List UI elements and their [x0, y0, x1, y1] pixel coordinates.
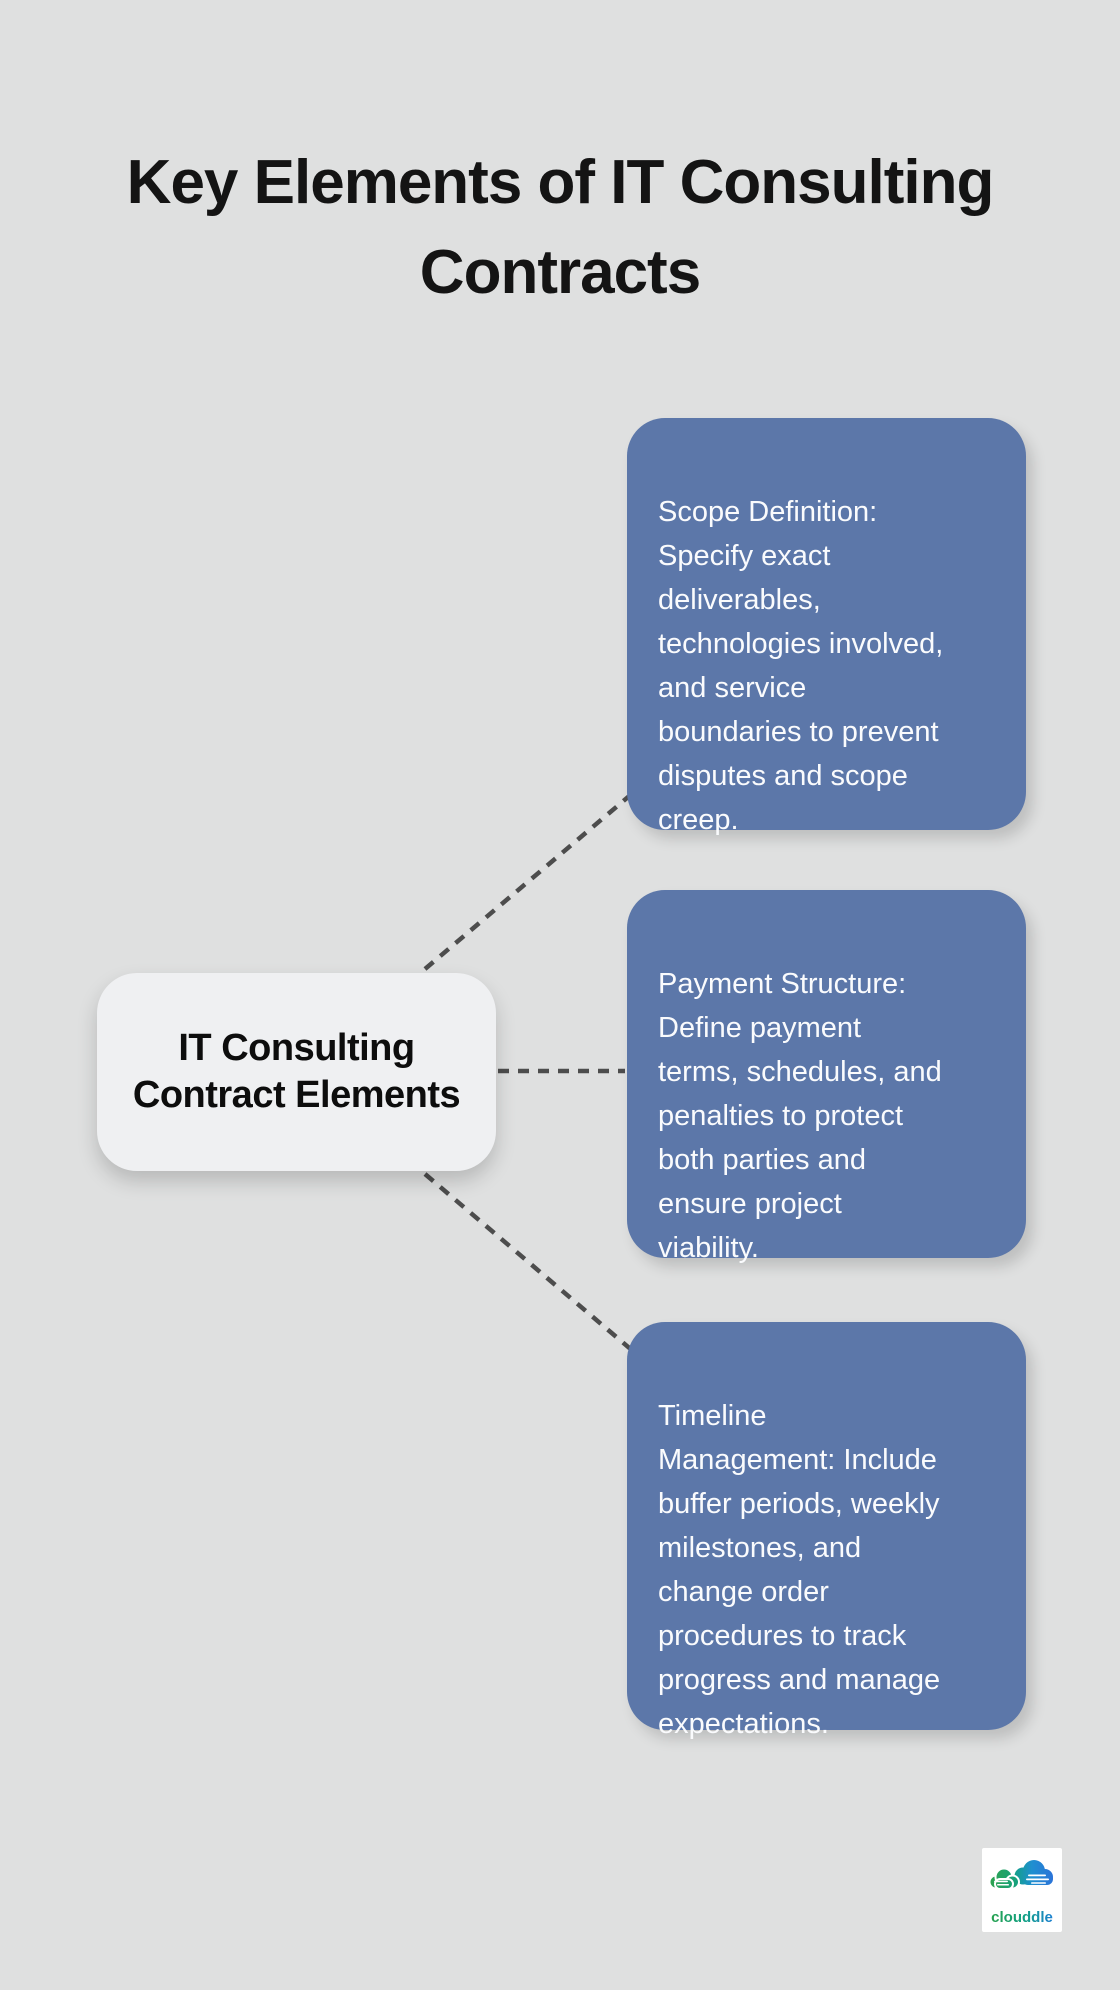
logo-wordmark: clouddle: [991, 1909, 1053, 1926]
connector-line-scope: [423, 790, 636, 971]
infographic-title: Key Elements of IT Consulting Contracts: [126, 147, 995, 307]
cloud-logo-icon: clouddle: [988, 1860, 1053, 1926]
branch-node-payment-structure: Payment Structure: Define payment terms,…: [627, 890, 1026, 1264]
clouddle-logo: clouddle: [982, 1848, 1062, 1932]
root-node-label: IT Consulting Contract Elements: [132, 1027, 461, 1116]
green-cloud-stripes: [994, 1880, 1009, 1886]
branch-node-text: Scope Definition: Specify exact delivera…: [658, 496, 944, 836]
branch-node-text: Timeline Management: Include buffer peri…: [658, 1400, 941, 1740]
connector-line-timeline: [423, 1172, 636, 1354]
green-cloud-shape: [988, 1867, 1020, 1890]
branch-node-text: Payment Structure: Define payment terms,…: [658, 968, 942, 1264]
branch-node-scope-definition: Scope Definition: Specify exact delivera…: [627, 418, 1026, 836]
branch-node-timeline-management: Timeline Management: Include buffer peri…: [627, 1322, 1026, 1740]
root-node: IT Consulting Contract Elements: [97, 973, 496, 1171]
blue-cloud-shape: [1014, 1860, 1053, 1885]
